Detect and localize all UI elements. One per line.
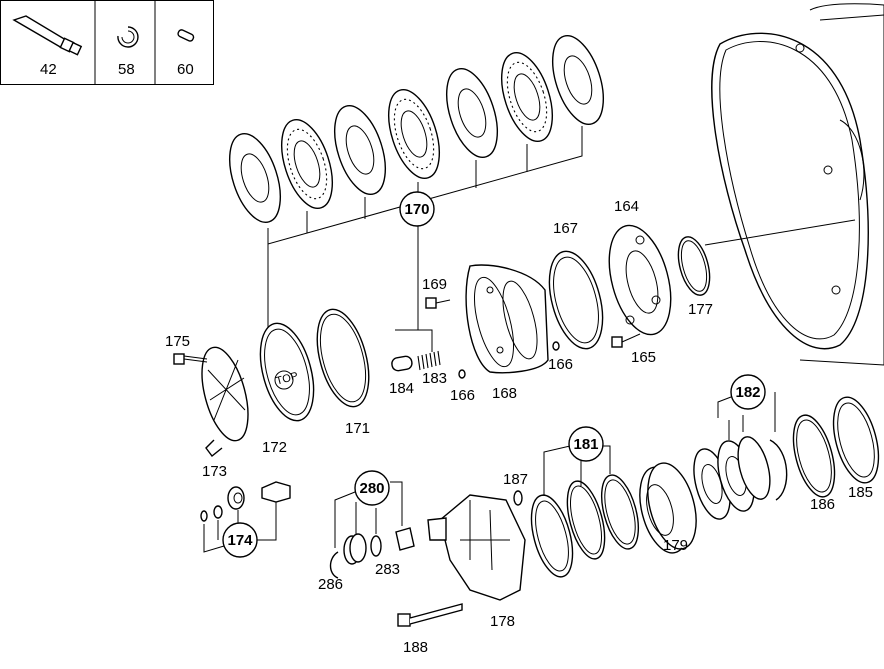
- label-164: 164: [614, 198, 639, 215]
- bolt-188: [397, 603, 463, 627]
- label-167: 167: [553, 220, 578, 237]
- legend-label-58: 58: [118, 61, 135, 78]
- label-183: 183: [422, 370, 447, 387]
- friction-plate: [281, 119, 333, 209]
- ring-185: [832, 396, 880, 484]
- label-166: 166: [548, 356, 573, 373]
- friction-plate: [501, 52, 553, 142]
- label-187: 187: [503, 471, 528, 488]
- label-179: 179: [663, 537, 688, 554]
- label-168: 168: [492, 385, 517, 402]
- spring-183: [417, 350, 441, 371]
- pin-184: [391, 355, 413, 372]
- piston-172: TOP: [259, 322, 315, 422]
- seal-ring-171: [316, 308, 370, 408]
- callout-174: 174: [222, 522, 258, 558]
- label-186: 186: [810, 496, 835, 513]
- callout-170: 170: [399, 191, 435, 227]
- pump-housing-168: [465, 264, 549, 374]
- svg-text:174: 174: [227, 532, 253, 549]
- valve-body-178: [427, 494, 526, 601]
- label-188: 188: [403, 639, 428, 656]
- plug-assembly-174: [200, 481, 291, 553]
- label-173: 173: [202, 463, 227, 480]
- svg-text:181: 181: [573, 436, 598, 453]
- legend-label-60: 60: [177, 61, 194, 78]
- callout-280: 280: [354, 470, 390, 506]
- cover-plate-173: [201, 346, 249, 457]
- ring-186: [792, 414, 836, 498]
- steel-plate: [446, 68, 498, 158]
- label-175: 175: [165, 333, 190, 350]
- steel-plate: [552, 35, 604, 125]
- grease-tube-icon: [12, 15, 83, 56]
- label-185: 185: [848, 484, 873, 501]
- circlip-icon: [117, 26, 139, 48]
- svg-text:170: 170: [404, 201, 429, 218]
- clutch-plate-stack: [229, 35, 604, 352]
- label-165: 165: [631, 349, 656, 366]
- washer-166: [552, 341, 560, 351]
- label-166: 166: [450, 387, 475, 404]
- friction-plate: [388, 89, 440, 179]
- svg-text:280: 280: [359, 480, 384, 497]
- pin-icon: [177, 29, 195, 42]
- top-marking: TOP: [275, 370, 300, 387]
- bolt-165: [611, 333, 641, 348]
- seal-rings-181: [530, 445, 640, 578]
- label-169: 169: [422, 276, 447, 293]
- label-171: 171: [345, 420, 370, 437]
- legend-box: 42 58 60: [0, 0, 214, 85]
- label-184: 184: [389, 380, 414, 397]
- legend-label-42: 42: [40, 61, 57, 78]
- washer-187: [513, 490, 523, 506]
- label-177: 177: [688, 301, 713, 318]
- plug-assembly-280: [329, 481, 415, 579]
- washer-166: [458, 369, 466, 379]
- bolt-175: [173, 353, 208, 365]
- svg-text:182: 182: [735, 384, 760, 401]
- steel-plate: [229, 133, 281, 223]
- callout-181: 181: [568, 426, 604, 462]
- transmission-housing: [704, 3, 884, 366]
- label-178: 178: [490, 613, 515, 630]
- label-283: 283: [375, 561, 400, 578]
- plate-164: [608, 224, 672, 336]
- bolt-169: [425, 297, 451, 309]
- callout-182: 182: [730, 374, 766, 410]
- label-172: 172: [262, 439, 287, 456]
- clutch-pack-182: [693, 391, 788, 520]
- ring-177: [677, 236, 711, 296]
- steel-plate: [334, 105, 386, 195]
- gasket-167: [548, 250, 604, 350]
- drum-179: [639, 462, 697, 554]
- label-286: 286: [318, 576, 343, 593]
